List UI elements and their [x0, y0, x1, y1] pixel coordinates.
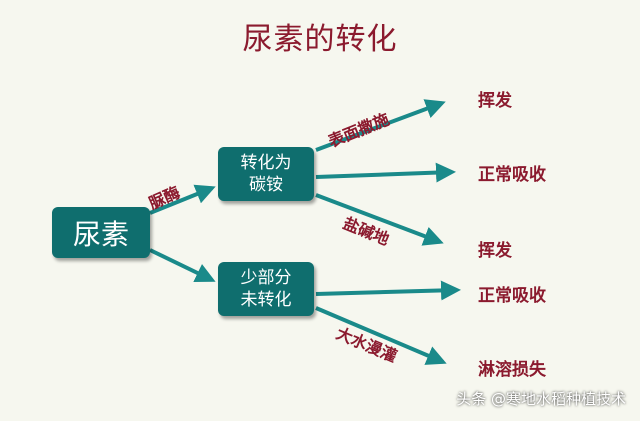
result-normal-uptake-1: 正常吸收 [478, 165, 546, 185]
node-converted-line-1: 转化为 [240, 153, 292, 173]
node-converted-line-2: 碳铵 [249, 175, 283, 195]
arrow-converted-to-volatilize-2 [315, 193, 444, 246]
result-normal-uptake-2: 正常吸收 [478, 286, 546, 306]
result-volatilize-1: 挥发 [478, 91, 512, 111]
node-unconverted: 少部分 未转化 [218, 262, 314, 316]
node-unconverted-line-2: 未转化 [240, 290, 292, 310]
watermark-text: 头条 @寒地水稻种植技术 [456, 390, 626, 408]
node-unconverted-line-1: 少部分 [240, 268, 292, 288]
arrow-unconverted-to-leaching-loss [315, 306, 447, 365]
result-volatilize-2: 挥发 [478, 241, 512, 261]
arrow-converted-to-volatilize-1 [315, 99, 446, 152]
node-urea-label: 尿素 [72, 217, 129, 251]
arrow-unconverted-to-normal-uptake-2 [315, 280, 461, 301]
diagram-title: 尿素的转化 [242, 22, 398, 57]
node-converted-ammonium-bicarbonate: 转化为 碳铵 [218, 147, 314, 201]
result-leaching-loss: 淋溶损失 [478, 360, 546, 380]
arrow-root-to-unconverted [149, 248, 216, 283]
arrow-root-to-converted [149, 184, 216, 215]
node-urea: 尿素 [52, 207, 150, 258]
arrow-converted-to-normal-uptake-1 [315, 162, 456, 183]
